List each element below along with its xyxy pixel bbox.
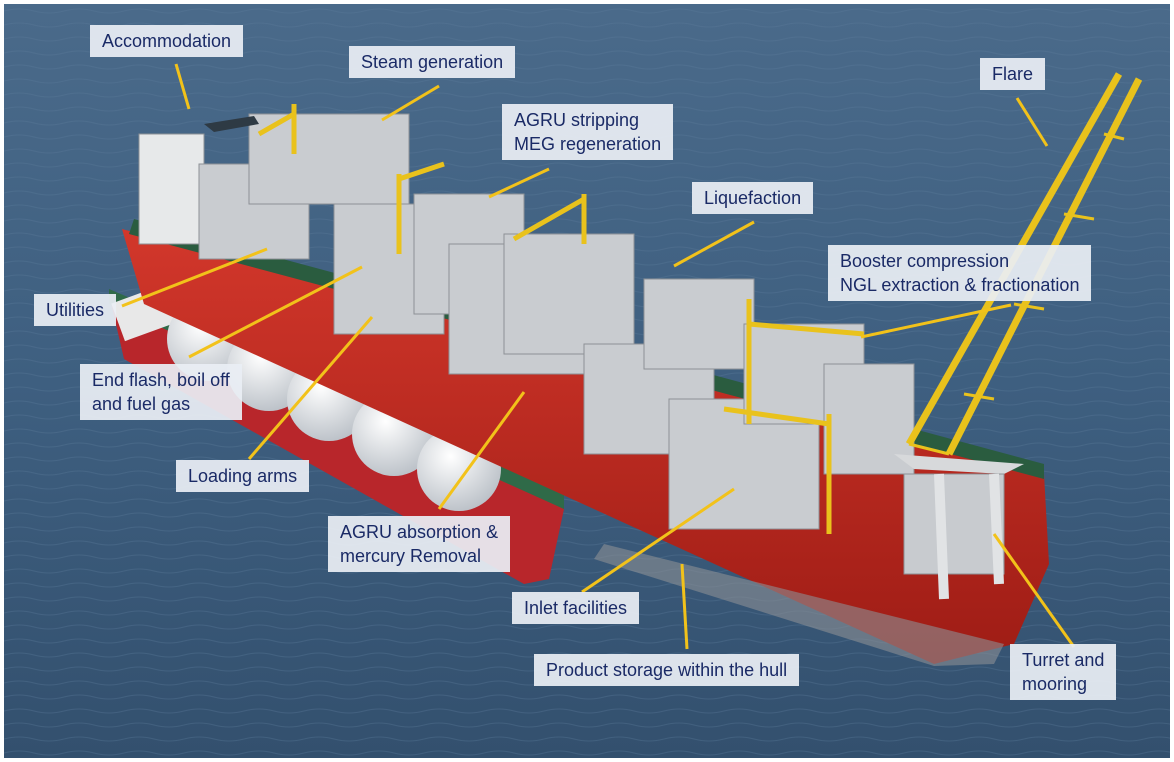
label-end-flash: End flash, boil off and fuel gas [80, 364, 242, 420]
label-line: mooring [1022, 674, 1088, 694]
label-flare: Flare [980, 58, 1046, 90]
deck-cranes [257, 104, 865, 534]
label-line: Accommodation [102, 31, 232, 51]
leader-lines [121, 63, 1076, 650]
label-utilities: Utilities [34, 294, 117, 326]
label-booster-compression: Booster compression NGL extraction & fra… [828, 245, 1092, 301]
label-agru-stripping: AGRU stripping MEG regeneration [502, 104, 674, 160]
label-line: Steam generation [361, 52, 504, 72]
label-line: Liquefaction [704, 188, 802, 208]
label-line: Turret and [1022, 650, 1105, 670]
label-line: MEG regeneration [514, 134, 662, 154]
process-modules [138, 113, 915, 530]
label-line: NGL extraction & fractionation [840, 275, 1080, 295]
label-line: and fuel gas [92, 394, 191, 414]
label-agru-absorption: AGRU absorption & mercury Removal [328, 516, 511, 572]
helicopter-icon [204, 116, 259, 132]
label-line: Inlet facilities [524, 598, 628, 618]
label-line: Flare [992, 64, 1034, 84]
label-line: Product storage within the hull [546, 660, 788, 680]
label-line: Booster compression [840, 251, 1010, 271]
label-line: Utilities [46, 300, 105, 320]
label-loading-arms: Loading arms [176, 460, 310, 492]
label-steam-generation: Steam generation [349, 46, 516, 78]
label-inlet-facilities: Inlet facilities [512, 592, 640, 624]
label-line: AGRU stripping [514, 110, 640, 130]
label-liquefaction: Liquefaction [692, 182, 814, 214]
label-line: Loading arms [188, 466, 298, 486]
label-line: mercury Removal [340, 546, 482, 566]
label-accommodation: Accommodation [90, 25, 244, 57]
label-line: End flash, boil off [92, 370, 230, 390]
turret-structure [894, 454, 1024, 600]
label-product-storage: Product storage within the hull [534, 654, 800, 686]
label-turret-mooring: Turret and mooring [1010, 644, 1117, 700]
label-line: AGRU absorption & [340, 522, 499, 542]
